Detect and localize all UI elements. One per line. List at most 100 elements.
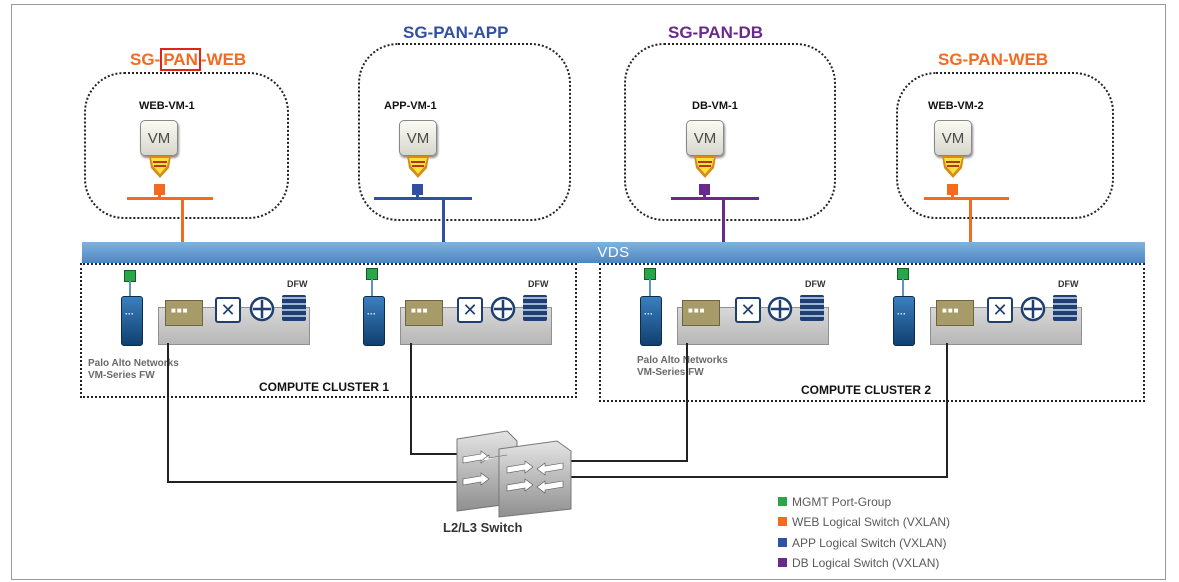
mgmt-link — [649, 279, 651, 297]
dfw-label: DFW — [805, 279, 826, 289]
distributed-firewall-icon — [800, 295, 824, 321]
sg-web-2-box — [896, 72, 1114, 219]
db-logical-switch-segment — [671, 197, 759, 200]
logical-router-icon — [1020, 296, 1046, 322]
vm-label-web-vm-1: WEB-VM-1 — [139, 100, 195, 112]
legend-swatch-db — [778, 558, 787, 567]
logical-switch-icon: ✕ — [215, 297, 241, 323]
vm-port-db — [699, 184, 710, 195]
uplink-wire — [686, 343, 688, 461]
vm-series-firewall-device: ··· — [640, 296, 662, 346]
legend-item-mgmt: MGMT Port-Group — [778, 494, 891, 509]
sg-web-1-title-prefix: SG- — [130, 50, 161, 69]
db-port-link — [703, 193, 706, 199]
firewall-shield-icon — [149, 156, 171, 178]
firewall-shield-icon — [407, 156, 429, 178]
nic-icon — [405, 300, 443, 326]
nic-icon — [936, 300, 974, 326]
legend-label: DB Logical Switch (VXLAN) — [792, 555, 940, 570]
sg-web-1-box — [84, 72, 289, 219]
nic-icon — [682, 300, 720, 326]
uplink-wire — [565, 460, 688, 462]
vm-icon: VM — [686, 120, 724, 156]
compute-cluster-1 — [80, 263, 577, 398]
distributed-firewall-icon — [1053, 295, 1077, 321]
pan-fw-caption-line2: VM-Series FW — [637, 367, 704, 378]
sg-web-1-title: SG-PAN-WEB — [130, 48, 247, 71]
firewall-shield-icon — [694, 156, 716, 178]
app-port-link — [416, 193, 419, 199]
vds-label: VDS — [597, 244, 630, 261]
sg-web-1-title-boxed: PAN — [160, 48, 201, 71]
dfw-label: DFW — [287, 279, 308, 289]
sg-web-1-title-suffix: -WEB — [200, 50, 247, 69]
logical-router-icon — [249, 296, 275, 322]
vm-label-app-vm-1: APP-VM-1 — [384, 100, 437, 112]
firewall-shield-icon — [942, 156, 964, 178]
vm-label-db-vm-1: DB-VM-1 — [692, 100, 738, 112]
web-logical-switch-segment — [924, 197, 1009, 200]
sg-app-title: SG-PAN-APP — [403, 23, 509, 42]
compute-cluster-2 — [599, 263, 1145, 402]
legend-swatch-web — [778, 517, 787, 526]
legend-item-app: APP Logical Switch (VXLAN) — [778, 535, 947, 550]
logical-switch-icon: ✕ — [457, 297, 483, 323]
web-port-link — [158, 193, 161, 199]
sg-db-box — [624, 43, 836, 221]
dfw-label: DFW — [528, 279, 549, 289]
switch-label: L2/L3 Switch — [443, 520, 523, 535]
uplink-wire — [167, 481, 472, 483]
mgmt-link — [371, 279, 373, 297]
vm-port-web — [947, 184, 958, 195]
dfw-label: DFW — [1058, 279, 1079, 289]
legend-item-db: DB Logical Switch (VXLAN) — [778, 555, 939, 570]
vm-icon: VM — [934, 120, 972, 156]
vm-series-firewall-device: ··· — [893, 296, 915, 346]
distributed-firewall-icon — [523, 295, 547, 321]
legend-swatch-mgmt — [778, 497, 787, 506]
l2-l3-switch-icon — [456, 430, 572, 518]
vm-series-firewall-device: ··· — [363, 296, 385, 346]
uplink-wire — [410, 343, 412, 454]
mgmt-link — [129, 281, 131, 297]
logical-router-icon — [767, 296, 793, 322]
web-logical-switch-segment — [127, 197, 213, 200]
sg-web-2-title: SG-PAN-WEB — [938, 50, 1049, 69]
nic-icon — [165, 300, 203, 326]
uplink-wire — [565, 476, 948, 478]
web-vds-link — [969, 197, 972, 242]
legend-label: MGMT Port-Group — [792, 494, 892, 509]
legend-swatch-app — [778, 538, 787, 547]
vm-label-web-vm-2: WEB-VM-2 — [928, 100, 984, 112]
logical-switch-icon: ✕ — [987, 297, 1013, 323]
vm-port-app — [412, 184, 423, 195]
compute-cluster-2-label: COMPUTE CLUSTER 2 — [801, 383, 932, 397]
vm-icon: VM — [140, 120, 178, 156]
mgmt-link — [902, 279, 904, 297]
sg-app-box — [358, 43, 571, 221]
pan-fw-caption-line1: Palo Alto Networks — [637, 355, 728, 366]
uplink-wire — [167, 343, 169, 482]
legend-label: APP Logical Switch (VXLAN) — [792, 535, 947, 550]
web-vds-link — [181, 197, 184, 242]
logical-router-icon — [490, 296, 516, 322]
pan-fw-caption-line2: VM-Series FW — [88, 370, 155, 381]
sg-db-title: SG-PAN-DB — [668, 23, 764, 42]
uplink-wire — [946, 343, 948, 477]
compute-cluster-1-label: COMPUTE CLUSTER 1 — [259, 380, 390, 394]
distributed-firewall-icon — [282, 295, 306, 321]
legend-item-web: WEB Logical Switch (VXLAN) — [778, 514, 950, 529]
logical-switch-icon: ✕ — [735, 297, 761, 323]
db-vds-link — [722, 197, 725, 242]
diagram-frame — [11, 4, 1166, 580]
uplink-wire — [410, 453, 472, 455]
vm-port-web — [154, 184, 165, 195]
app-vds-link — [442, 197, 445, 242]
web-port-link — [951, 193, 954, 199]
vds-bar: VDS — [82, 242, 1145, 263]
app-logical-switch-segment — [374, 197, 472, 200]
legend-label: WEB Logical Switch (VXLAN) — [792, 514, 951, 529]
pan-fw-caption-line1: Palo Alto Networks — [88, 358, 179, 369]
